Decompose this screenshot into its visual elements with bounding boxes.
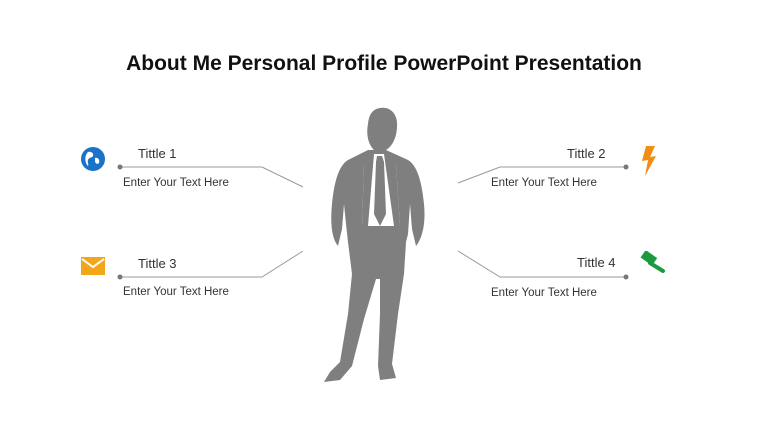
item-3-text: Enter Your Text Here	[123, 286, 229, 298]
item-1-title: Tittle 1	[138, 146, 177, 161]
item-4-text: Enter Your Text Here	[491, 287, 597, 299]
globe-icon	[81, 147, 105, 171]
lightning-icon	[642, 146, 656, 176]
gavel-icon	[640, 251, 665, 273]
item-2-title: Tittle 2	[567, 146, 606, 161]
item-3-title: Tittle 3	[138, 256, 177, 271]
item-2-text: Enter Your Text Here	[491, 177, 597, 189]
item-1-text: Enter Your Text Here	[123, 177, 229, 189]
slide-title: About Me Personal Profile PowerPoint Pre…	[126, 52, 642, 75]
envelope-icon	[81, 257, 105, 275]
businessman-silhouette	[324, 107, 425, 382]
item-4-title: Tittle 4	[577, 255, 616, 270]
